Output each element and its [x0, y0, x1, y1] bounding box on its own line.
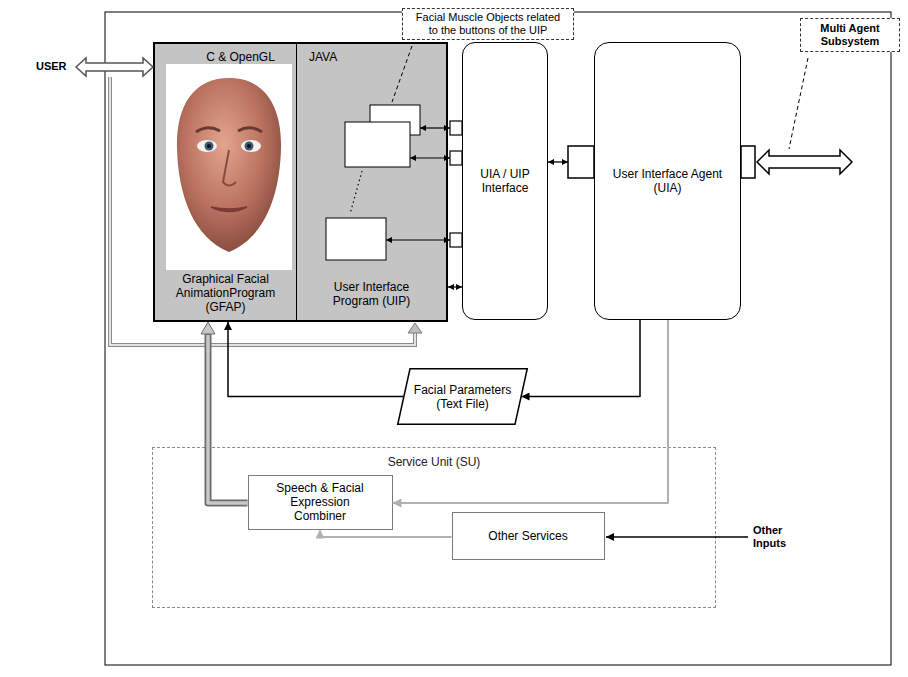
face-picture-ground — [166, 64, 292, 270]
face-eye — [241, 140, 261, 152]
actor-label: USER — [36, 60, 72, 73]
interface-box: UIA / UIP Interface — [462, 42, 548, 320]
connector-group — [393, 320, 669, 503]
face-brow — [238, 128, 262, 132]
connector-group — [228, 322, 404, 397]
connector-group — [522, 320, 641, 397]
node-text: Graphical Facial AnimationProgram (GFAP) — [161, 272, 290, 314]
face-nose — [223, 150, 236, 186]
double-arrow — [76, 58, 153, 76]
face-mouth — [211, 207, 247, 212]
outer-frame — [105, 12, 891, 665]
port — [741, 146, 755, 178]
file-parallelogram: Facial Parameters (Text File) — [397, 368, 528, 425]
tube-connector — [208, 332, 248, 503]
connector — [228, 322, 404, 397]
double-arrow — [757, 150, 852, 174]
node-text: Facial Parameters (Text File) — [409, 383, 516, 411]
connector-group — [410, 158, 450, 159]
node-text: Multi Agent Subsystem — [805, 22, 895, 48]
connector-group — [320, 530, 452, 538]
node-text: User Interface Agent (UIA) — [605, 167, 730, 195]
node-text: C & OpenGL — [161, 50, 290, 64]
connector — [393, 320, 669, 503]
connector — [410, 157, 450, 158]
port — [450, 121, 462, 135]
program-box: JAVA User Interface Program (UIP) — [297, 42, 448, 322]
parallelogram-shape — [398, 369, 528, 425]
service-unit-region: Service Unit (SU) Speech & Facial Express… — [152, 447, 716, 608]
connector-group — [548, 162, 568, 163]
port — [450, 151, 462, 165]
node-text: Facial Muscle Objects related to the but… — [411, 11, 565, 37]
connector — [548, 161, 568, 162]
connector-group — [448, 287, 462, 288]
connector-group — [208, 332, 248, 503]
port — [568, 146, 594, 178]
port — [450, 233, 462, 247]
service-box: Speech & Facial Expression Combiner — [248, 475, 393, 530]
face-pupil — [207, 144, 211, 148]
callout-box: Multi Agent Subsystem — [800, 18, 900, 52]
node-text: Other Services — [463, 529, 594, 543]
connector-group — [386, 240, 450, 241]
input-arrow — [606, 536, 748, 538]
face-eye — [197, 140, 217, 152]
arrow-head — [408, 323, 422, 333]
muscle-object — [345, 122, 410, 167]
service-box: Other Services — [452, 512, 605, 560]
connector — [320, 530, 452, 538]
connector — [522, 320, 641, 397]
face-pupil — [247, 144, 251, 148]
node-text: User Interface Program (UIP) — [305, 280, 438, 308]
tube-core — [208, 335, 248, 503]
callout-leader — [789, 58, 808, 149]
callout-box: Facial Muscle Objects related to the but… — [402, 8, 574, 40]
node-text: JAVA — [305, 50, 438, 64]
connector — [420, 127, 450, 128]
connector — [386, 239, 450, 240]
face-brow — [196, 128, 220, 132]
input-label: Other Inputs — [753, 524, 797, 550]
node-text: Speech & Facial Expression Combiner — [265, 481, 376, 523]
connector-group — [420, 128, 450, 129]
node-text: UIA / UIP Interface — [469, 167, 541, 195]
connector — [448, 286, 462, 287]
face-iris — [245, 142, 254, 151]
face-iris — [205, 142, 214, 151]
face-head — [177, 78, 281, 252]
muscle-object — [326, 218, 386, 260]
agent-box: User Interface Agent (UIA) — [594, 42, 741, 320]
node-text: Service Unit (SU) — [153, 455, 715, 469]
